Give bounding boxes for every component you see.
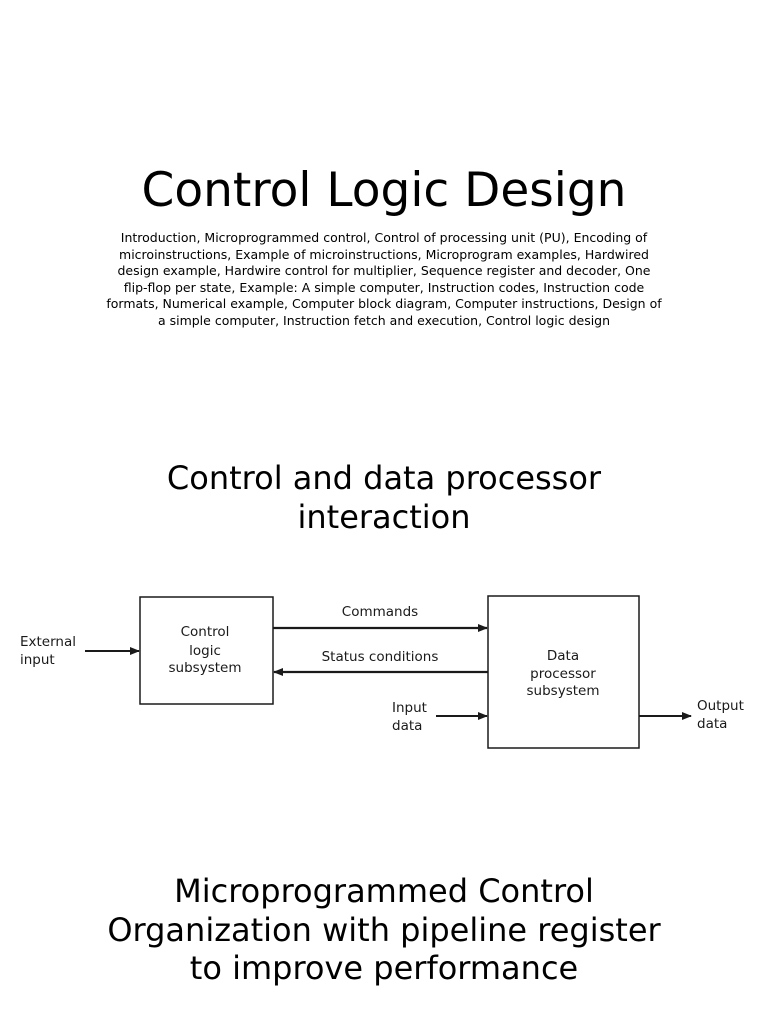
status-conditions-label: Status conditions bbox=[322, 649, 439, 665]
control-logic-label: subsystem bbox=[169, 660, 242, 676]
section-heading-line: Microprogrammed Control bbox=[174, 872, 594, 910]
control-logic-box bbox=[139, 596, 274, 705]
control-data-processor-diagram: External input Control logic subsystem D… bbox=[20, 595, 744, 749]
document-summary: Introduction, Microprogrammed control, C… bbox=[106, 230, 662, 328]
section-heading-line: Organization with pipeline register bbox=[107, 910, 661, 949]
control-logic-label: Control bbox=[181, 624, 230, 640]
external-input-label: input bbox=[20, 652, 55, 668]
data-processor-label: processor bbox=[530, 666, 596, 682]
section-heading-microprogrammed: Microprogrammed Control Organization wit… bbox=[0, 872, 768, 988]
output-data-label: Output bbox=[697, 698, 744, 714]
page-title: Control Logic Design bbox=[141, 163, 627, 218]
data-processor-label: Data bbox=[547, 648, 579, 664]
section-heading-line: Control and data processor bbox=[166, 459, 602, 497]
input-data-label: data bbox=[392, 718, 422, 734]
data-processor-label: subsystem bbox=[527, 683, 600, 699]
section-heading-line: interaction bbox=[297, 497, 471, 536]
section-heading-line: to improve performance bbox=[189, 949, 579, 987]
control-logic-label: logic bbox=[189, 643, 221, 659]
input-data-label: Input bbox=[392, 700, 427, 716]
external-input-label: External bbox=[20, 634, 76, 650]
output-data-label: data bbox=[697, 716, 727, 732]
section-heading-interaction: Control and data processor interaction bbox=[0, 459, 768, 536]
commands-label: Commands bbox=[342, 604, 418, 620]
